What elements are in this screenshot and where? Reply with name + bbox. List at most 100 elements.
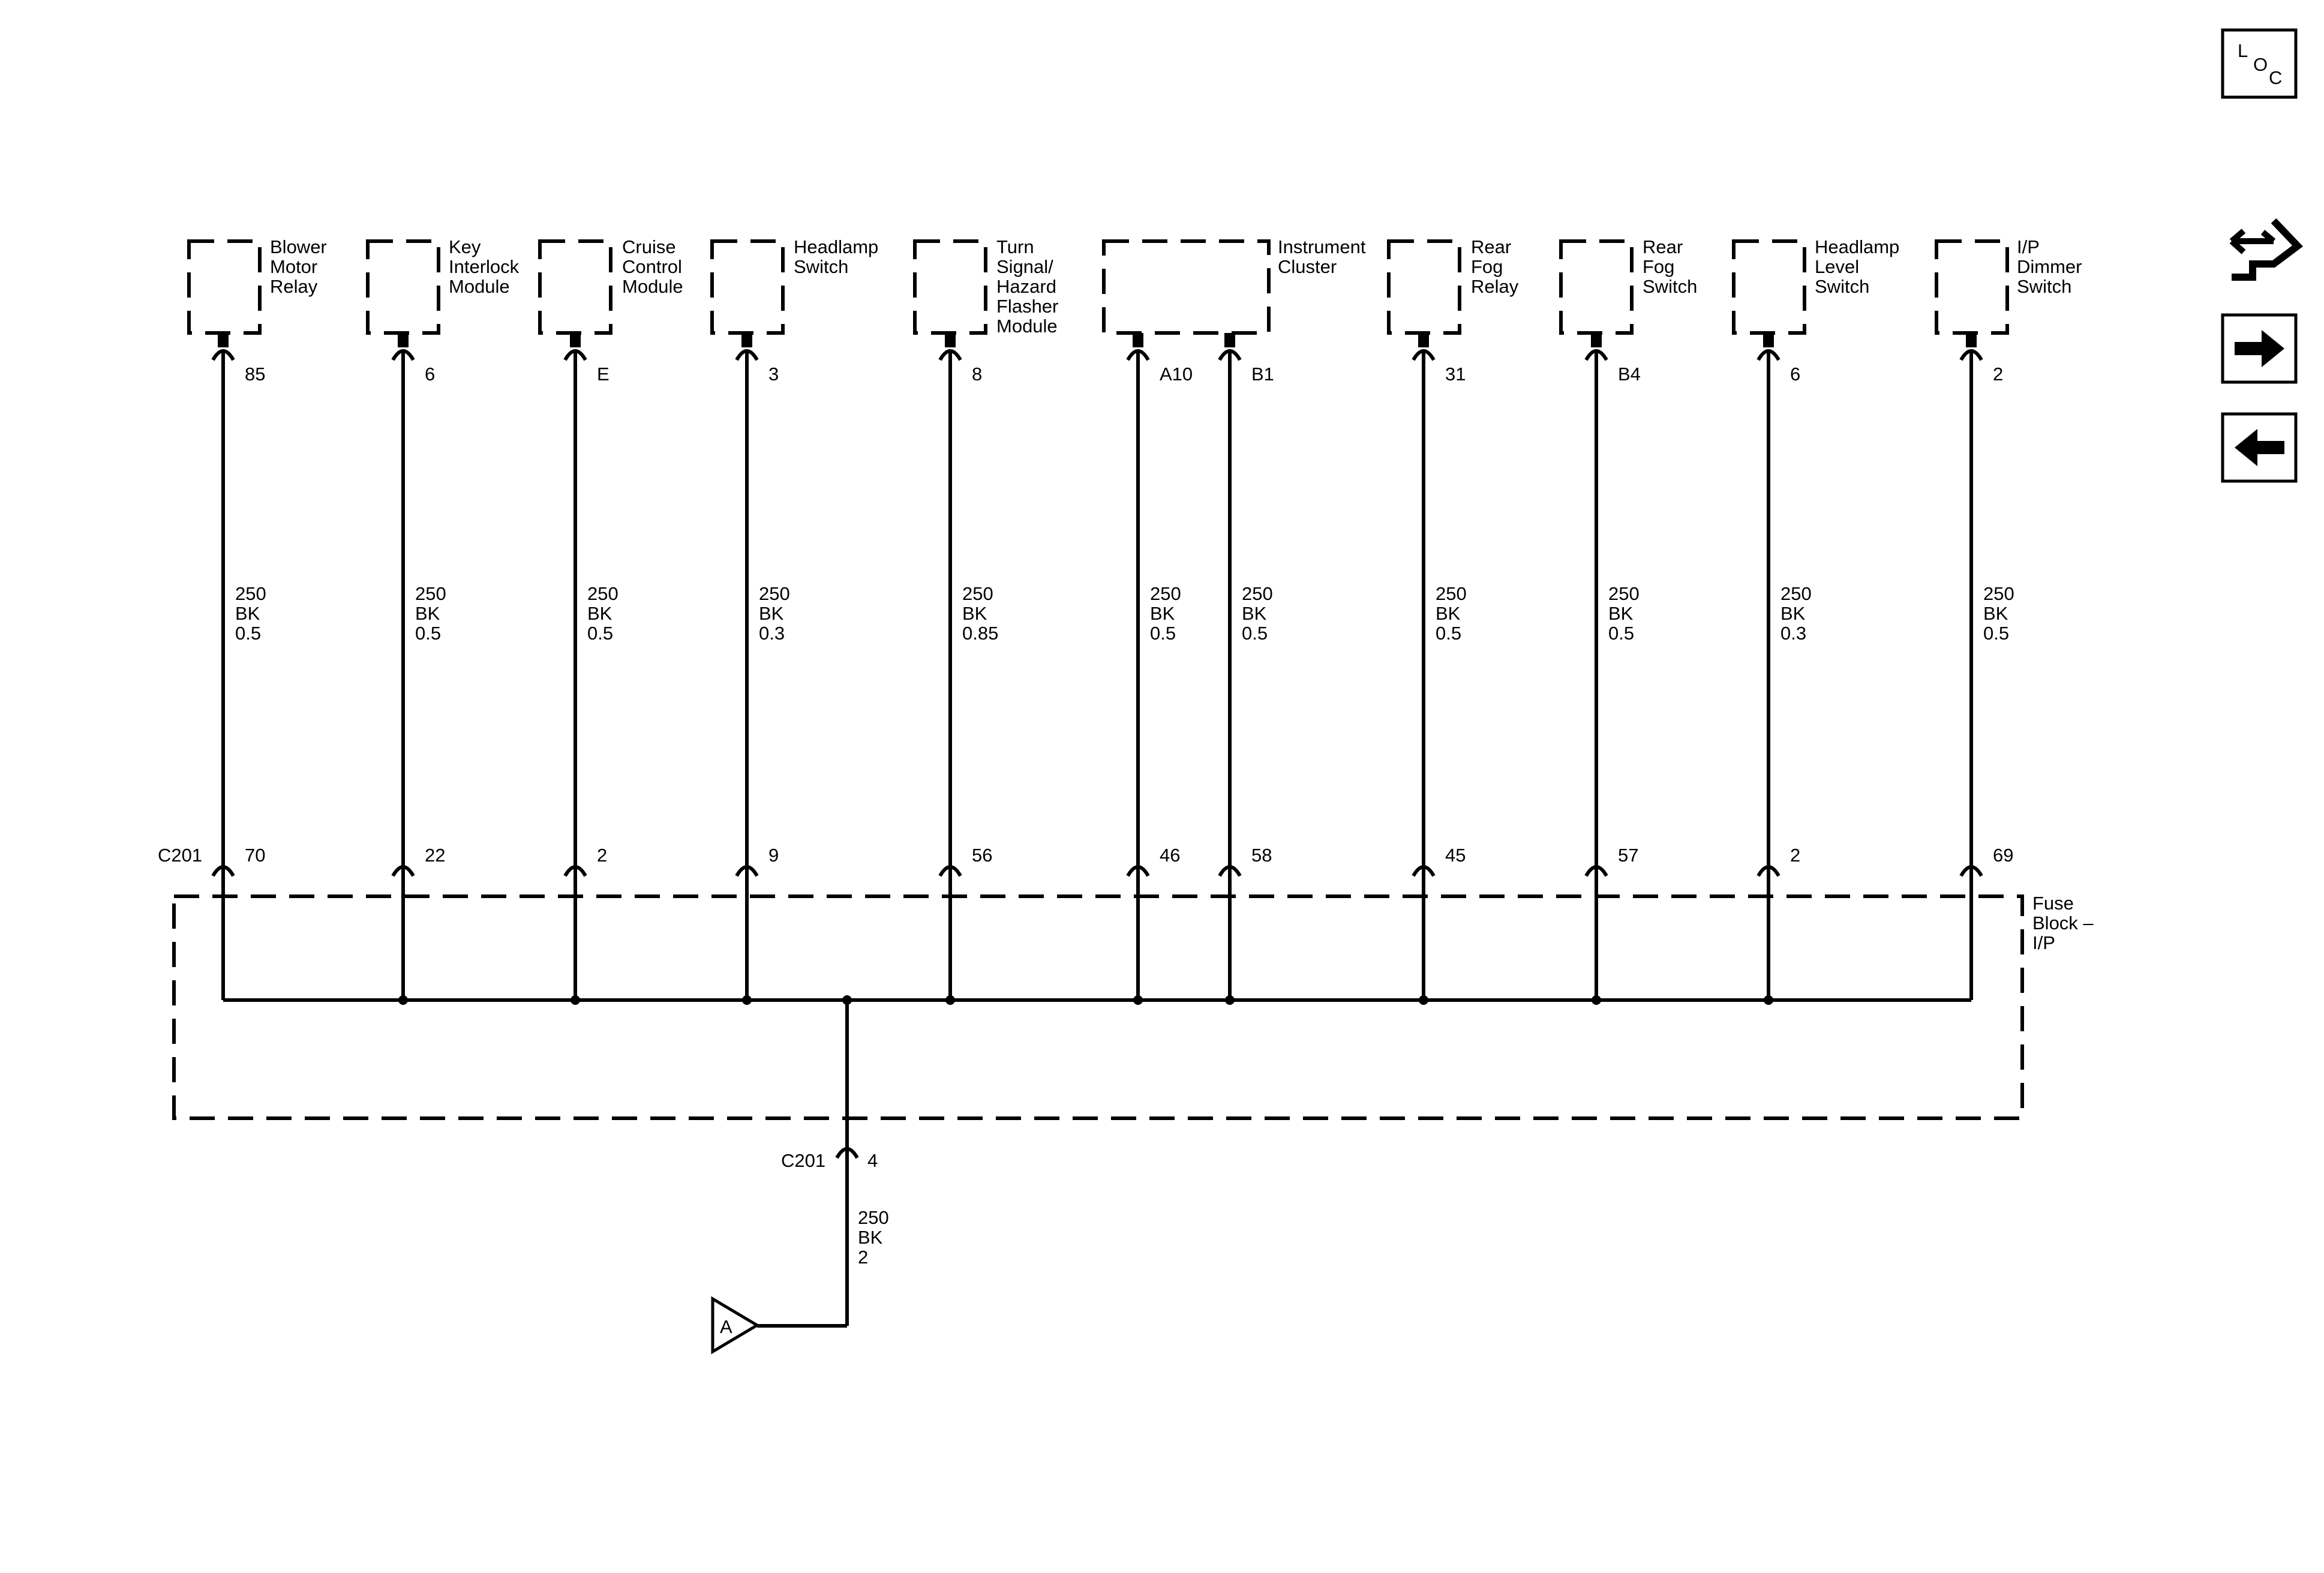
bottom-connector [1126, 865, 1150, 877]
plug-shape [2232, 218, 2303, 281]
loc-letter: L [2238, 40, 2248, 61]
top-pin-label: B4 [1618, 364, 1641, 385]
wire-label-line: 0.5 [1608, 623, 1634, 644]
bottom-pin-label: 2 [597, 845, 607, 866]
wire-label-line: 250 [1608, 583, 1640, 604]
wire-label-line: 0.5 [235, 623, 261, 644]
top-pin-label: 3 [768, 364, 779, 385]
instrument-cluster-box [1102, 239, 1271, 335]
bottom-connector [1218, 865, 1242, 877]
loc-letter: O [2253, 54, 2268, 75]
cruise-control-module-label-line: Module [622, 276, 683, 297]
headlamp-level-switch-label-line: Level [1815, 256, 1859, 277]
bottom-pin-label: 57 [1618, 845, 1638, 866]
previous-arrow-button[interactable] [2221, 412, 2298, 483]
bottom-pin-label: 56 [972, 845, 992, 866]
top-connector [1584, 349, 1608, 361]
top-pin-label: 6 [1790, 364, 1800, 385]
top-pin-label: A10 [1160, 364, 1193, 385]
wire-label-line: 250 [587, 583, 618, 604]
component-location-icon[interactable] [2229, 218, 2303, 281]
top-connector [1126, 349, 1150, 361]
rear-fog-switch-label-line: Switch [1643, 276, 1697, 297]
bottom-connector [938, 865, 962, 877]
top-pin-label: B1 [1251, 364, 1274, 385]
terminal-stub [218, 333, 229, 347]
wire-label-line: 0.5 [1150, 623, 1176, 644]
turn-signal-hazard-flasher-module-label-line: Hazard [996, 276, 1056, 297]
output-pin-label: 4 [867, 1150, 878, 1171]
loc-button-frame[interactable] [2221, 28, 2298, 99]
top-pin-label: 31 [1445, 364, 1466, 385]
terminal-stub [1224, 333, 1235, 347]
bottom-connector [1412, 865, 1436, 877]
output-wire-label-line: 2 [858, 1247, 868, 1268]
wire-label-line: 250 [1150, 583, 1181, 604]
top-connector [391, 349, 415, 361]
top-connector [1412, 349, 1436, 361]
bottom-pin-label: 9 [768, 845, 779, 866]
next-arrow-button[interactable] [2221, 313, 2298, 384]
bottom-pin-label: 45 [1445, 845, 1466, 866]
top-connector [563, 349, 587, 361]
top-connector [1218, 349, 1242, 361]
bottom-connector [211, 865, 235, 877]
ground-reference-triangle[interactable] [711, 1296, 760, 1355]
key-interlock-module-box [366, 239, 440, 335]
turn-signal-hazard-flasher-module-box [913, 239, 987, 335]
headlamp-level-switch-label-line: Headlamp [1815, 236, 1899, 257]
cruise-control-module-label-line: Cruise [622, 236, 676, 257]
loc-button[interactable]: LOC [2221, 28, 2298, 99]
double-arrow-shape [2229, 229, 2276, 254]
top-pin-label: 8 [972, 364, 982, 385]
top-pin-label: 85 [245, 364, 265, 385]
turn-signal-hazard-flasher-module-label-line: Signal/ [996, 256, 1053, 277]
fuse-block-label-line: Fuse [2032, 893, 2074, 914]
terminal-stub [1133, 333, 1143, 347]
wire-label-line: BK [1780, 603, 1806, 624]
key-interlock-module-label-line: Module [449, 276, 510, 297]
wire-label-line: 250 [1436, 583, 1467, 604]
terminal-stub [945, 333, 956, 347]
previous-arrow-icon [2235, 429, 2284, 466]
loc-letter: C [2269, 67, 2282, 88]
turn-signal-hazard-flasher-module-label-line: Turn [996, 236, 1034, 257]
wire-label-line: BK [1983, 603, 2008, 624]
fuse-block-label-line: Block – [2032, 912, 2094, 933]
terminal-stub [741, 333, 752, 347]
wire-label-line: 0.3 [1780, 623, 1806, 644]
key-interlock-module-label-line: Interlock [449, 256, 520, 277]
wire-label-line: 250 [962, 583, 993, 604]
wire-label-line: 0.5 [587, 623, 613, 644]
wire-label-line: 0.3 [759, 623, 785, 644]
fuse-block-box [172, 894, 2024, 1120]
top-pin-label: E [597, 364, 609, 385]
rear-fog-relay-label-line: Rear [1471, 236, 1511, 257]
wire-label-line: 0.5 [415, 623, 441, 644]
wire-label-line: BK [1436, 603, 1461, 624]
rear-fog-relay-label-line: Fog [1471, 256, 1503, 277]
bottom-connector [563, 865, 587, 877]
